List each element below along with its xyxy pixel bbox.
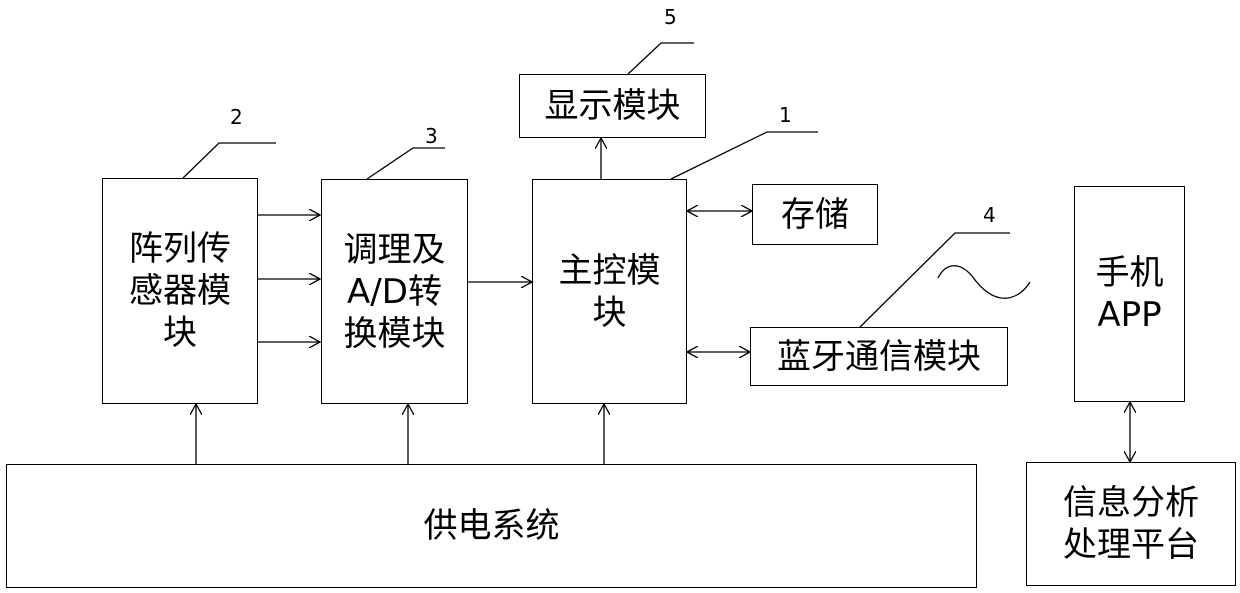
- sensor-array-label: 阵列传 感器模 块: [129, 228, 231, 354]
- leader-line-5: [628, 43, 694, 74]
- phone-app-box: 手机 APP: [1074, 186, 1185, 402]
- display-label: 显示模块: [545, 85, 681, 127]
- info-platform-box: 信息分析 处理平台: [1026, 462, 1236, 586]
- ref-number-1: 1: [779, 104, 792, 126]
- bluetooth-label: 蓝牙通信模块: [777, 336, 981, 378]
- phone-app-label: 手机 APP: [1096, 252, 1164, 336]
- power-supply-label: 供电系统: [424, 505, 560, 547]
- power-supply-system: 供电系统: [6, 464, 977, 588]
- leader-line-3: [367, 148, 445, 179]
- storage-label: 存储: [781, 194, 849, 236]
- leader-line-2: [183, 143, 276, 178]
- info-platform-label: 信息分析 处理平台: [1063, 482, 1199, 566]
- leader-line-4: [856, 233, 1010, 331]
- sensor-array-module: 阵列传 感器模 块: [102, 178, 258, 404]
- ref-number-4: 4: [983, 204, 996, 226]
- storage-module: 存储: [752, 184, 878, 245]
- bluetooth-module: 蓝牙通信模块: [750, 327, 1008, 386]
- conditioning-ad-label: 调理及 A/D转 换模块: [344, 229, 446, 355]
- main-control-label: 主控模 块: [559, 250, 661, 334]
- ref-number-3: 3: [425, 125, 438, 147]
- conditioning-ad-module: 调理及 A/D转 换模块: [321, 179, 468, 404]
- wireless-wave-symbol: [938, 266, 1030, 299]
- leader-line-1: [671, 132, 818, 179]
- main-control-module: 主控模 块: [532, 179, 687, 404]
- ref-number-2: 2: [230, 106, 243, 128]
- display-module: 显示模块: [519, 74, 706, 138]
- ref-number-5: 5: [664, 6, 677, 28]
